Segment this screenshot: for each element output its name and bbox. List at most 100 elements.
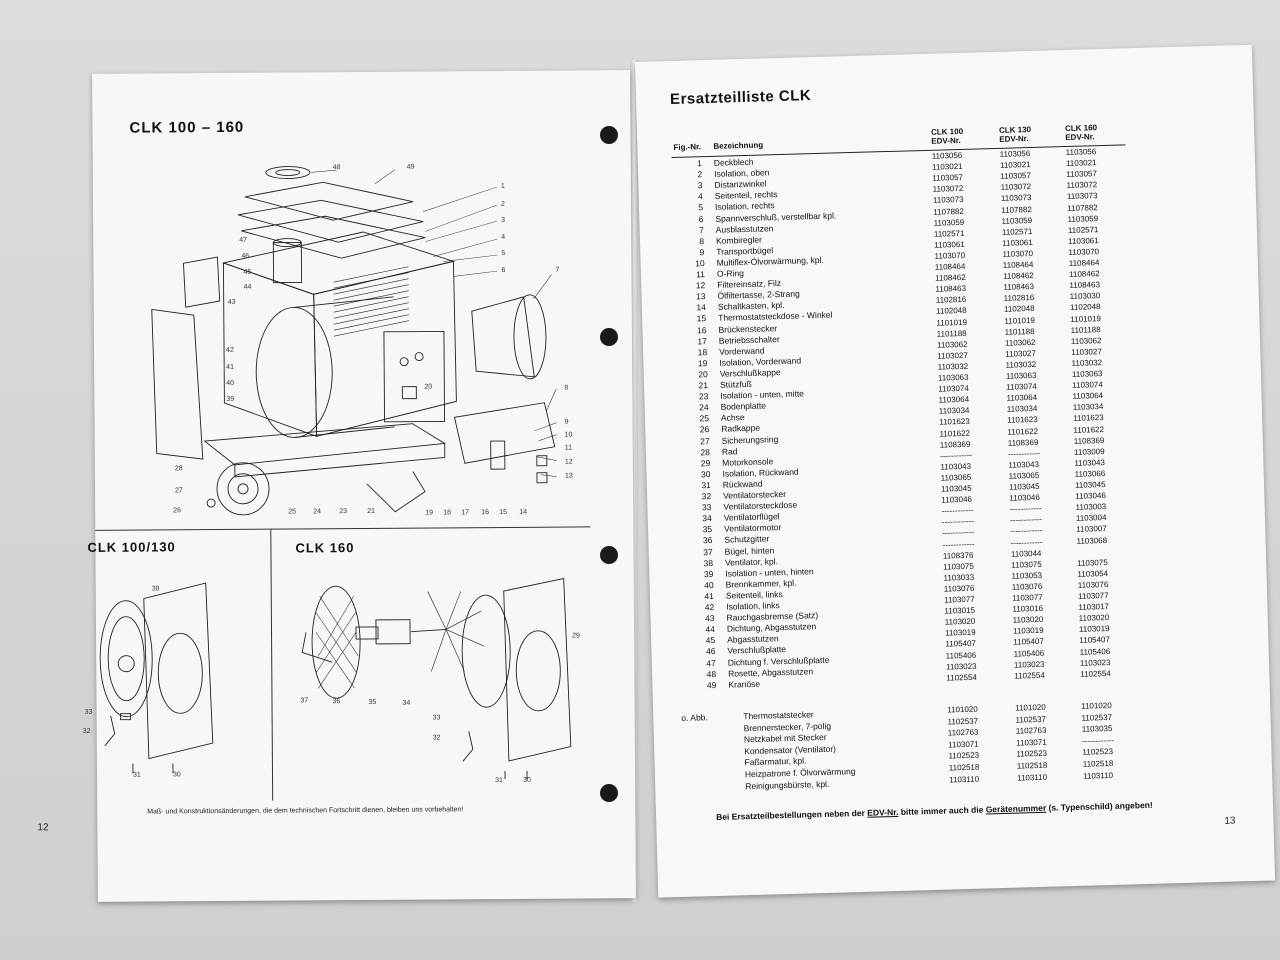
part-description: Betriebsschalter (718, 333, 780, 346)
edv-clk100: 1103046 (941, 494, 973, 505)
edv-clk100: 1101188 (936, 328, 967, 339)
edv-clk130: 1103076 (1011, 581, 1043, 592)
edv-clk130: 1103077 (1011, 592, 1043, 603)
edv-clk130: ------------ (1010, 526, 1043, 537)
part-description: Rad (721, 445, 738, 457)
callout-sub2-31: 31 (495, 777, 503, 785)
part-description: Brennerstecker, 7-polig (743, 720, 832, 733)
part-description: Ventilator, kpl. (724, 555, 779, 568)
edv-clk130: 1103074 (1006, 382, 1037, 392)
edv-clk130: 1101019 (1004, 315, 1036, 326)
edv-clk100: 1103059 (933, 217, 965, 228)
edv-clk160: 1103066 (1074, 468, 1106, 479)
edv-clk130: 1103110 (1017, 772, 1048, 783)
edv-clk160: 1103064 (1072, 391, 1104, 402)
fig-number (683, 781, 733, 782)
edv-clk100: ------------ (942, 539, 975, 550)
edv-clk100: ------------ (939, 450, 973, 461)
fig-number: 14 (696, 302, 707, 313)
fig-number: 47 (706, 657, 716, 668)
part-description: Filtereinsatz, Filz (717, 278, 782, 290)
edv-clk100: 1103015 (944, 605, 976, 616)
callout-sub2-35: 35 (368, 698, 377, 706)
edv-clk130: 1103020 (1012, 615, 1044, 625)
edv-clk160: 1103057 (1066, 169, 1097, 180)
fig-number (682, 735, 732, 736)
part-description: Kombiregler (715, 234, 762, 246)
part-description: Schaltkasten, kpl. (717, 300, 785, 313)
fig-number: 30 (700, 468, 711, 480)
edv-clk100: 1103074 (938, 383, 969, 394)
fig-number: 35 (702, 524, 713, 535)
binder-hole (600, 546, 618, 564)
edv-clk100: 1103045 (940, 483, 972, 494)
edv-clk160: 1103062 (1070, 335, 1102, 346)
edv-clk100: 1108369 (939, 439, 971, 450)
fig-number: 4 (697, 191, 703, 202)
fig-number: 37 (703, 546, 713, 557)
edv-clk130: 1102816 (1003, 293, 1035, 304)
edv-clk130: 1108369 (1007, 437, 1039, 448)
fig-number: 26 (699, 424, 710, 435)
callout-sub2-30: 30 (523, 776, 531, 784)
fig-number: 46 (705, 646, 716, 657)
edv-clk100: ------------ (941, 517, 975, 527)
part-description: Vorderwand (718, 345, 765, 357)
edv-clk100: 1103061 (934, 239, 965, 250)
edv-clk160: 1103007 (1076, 524, 1107, 535)
part-description: Ausblasstutzen (715, 222, 774, 235)
callout-sub-32: 32 (82, 727, 91, 735)
edv-clk100: 1102554 (946, 672, 977, 683)
edv-clk100: ------------ (942, 528, 975, 538)
part-description: O-Ring (716, 268, 745, 279)
edv-clk160: 1103035 (1081, 724, 1113, 734)
part-description: Schutzgitter (724, 533, 770, 546)
order-note-part-b: bitte immer auch die (898, 804, 986, 817)
part-description: Rückwand (722, 478, 763, 490)
edv-clk130: ------------ (1009, 504, 1042, 514)
fig-number: 11 (695, 269, 706, 280)
edv-clk130: 1103053 (1011, 570, 1043, 581)
edv-clk160: 1103023 (1079, 657, 1111, 668)
edv-clk160: 1103043 (1074, 457, 1106, 468)
order-note: Bei Ersatzteilbestellungen neben der EDV… (716, 800, 1153, 822)
edv-clk130: 1101622 (1007, 426, 1039, 437)
edv-clk160: 1103077 (1077, 590, 1109, 601)
part-description: Ventilatormotor (723, 522, 782, 534)
edv-clk100: 1103027 (937, 350, 969, 361)
edv-clk130: 1103073 (1000, 193, 1032, 204)
fig-number: 34 (702, 513, 712, 524)
edv-clk100: 1103019 (944, 628, 976, 638)
edv-clk130: 1103059 (1001, 215, 1033, 226)
edv-clk100: 1103065 (940, 472, 972, 483)
edv-clk160: 1103019 (1078, 624, 1110, 635)
edv-clk160: 1103061 (1068, 235, 1099, 246)
fig-number: 10 (695, 258, 705, 269)
part-description: Verschlußplatte (727, 644, 787, 657)
parts-list-title: Ersatzteilliste CLK (669, 87, 812, 109)
header-clk100: CLK 100 EDV-Nr. (931, 127, 964, 146)
fig-number: 8 (699, 235, 705, 246)
edv-clk130: 1101623 (1007, 415, 1038, 426)
part-description: Isolation, oben (714, 167, 770, 179)
part-description: Abgasstutzen (727, 633, 779, 645)
edv-clk100: 1103056 (931, 150, 963, 161)
header-clk160-edv: EDV-Nr. (1065, 132, 1095, 143)
edv-clk160: 1102523 (1082, 747, 1114, 758)
fig-number: 25 (699, 413, 710, 424)
part-description: Isolation, links (726, 600, 780, 612)
edv-clk100: 1103062 (936, 339, 968, 350)
part-description: Brennkammer, kpl. (725, 577, 797, 590)
edv-clk160: 1103076 (1077, 579, 1109, 590)
edv-clk160: 1103017 (1078, 602, 1110, 612)
fig-number (682, 723, 732, 724)
edv-clk100: 1102523 (948, 751, 980, 761)
edv-clk160: 1103074 (1072, 380, 1103, 391)
edv-clk160: 1103059 (1067, 213, 1099, 224)
edv-clk130: 1103065 (1008, 470, 1040, 481)
edv-clk130: 1107882 (1001, 204, 1032, 215)
fig-number: 45 (705, 635, 716, 646)
fig-number: 41 (704, 590, 715, 602)
edv-clk130: 1103034 (1006, 404, 1038, 415)
callout-sub2-37: 37 (300, 697, 309, 705)
